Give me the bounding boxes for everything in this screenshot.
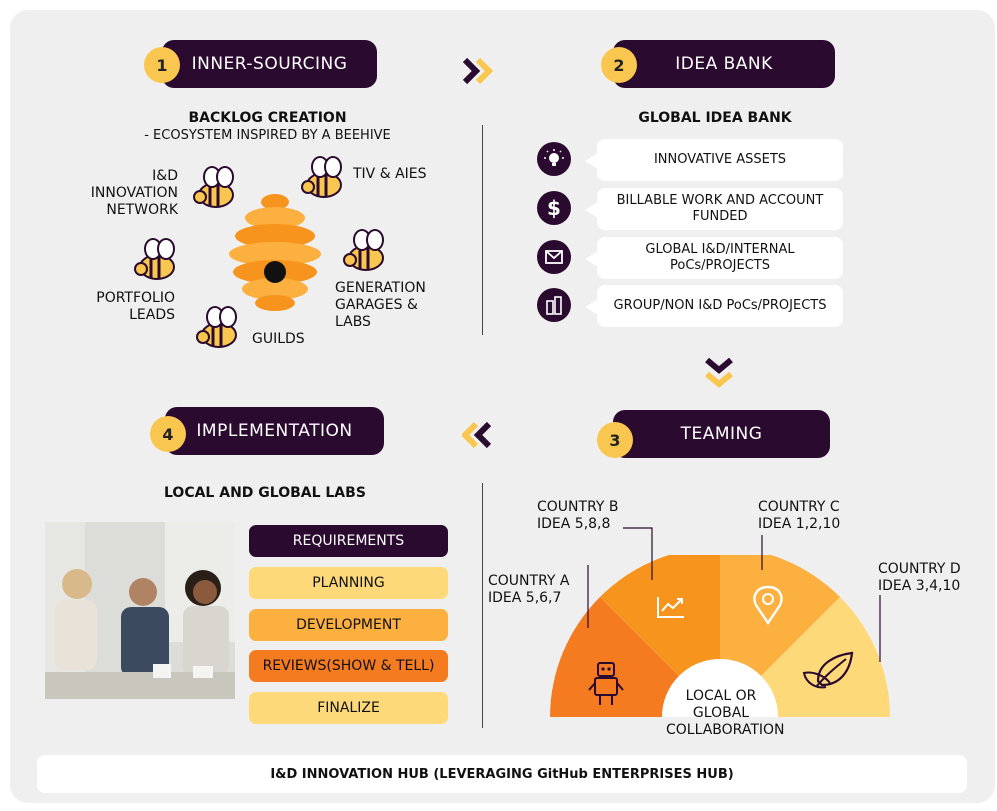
chevron-left-icon: [462, 421, 492, 449]
bee-icon: [343, 229, 384, 271]
teaming-header: TEAMING: [613, 410, 830, 458]
country-b-name: COUNTRY B: [537, 499, 619, 515]
country-d-name: COUNTRY D: [878, 561, 961, 577]
top-divider: [482, 125, 483, 335]
callout-tail: [585, 251, 598, 267]
country-c-ideas: IDEA 1,2,10: [758, 516, 841, 532]
implementation-title: IMPLEMENTATION: [196, 421, 353, 441]
country-d-label: COUNTRY D IDEA 3,4,10: [878, 561, 988, 595]
portfolio-leads-label: PORTFOLIO LEADS: [96, 290, 175, 323]
idea-bank-item: GLOBAL I&D/INTERNAL PoCs/PROJECTS: [537, 237, 843, 279]
idea-bank-item: INNOVATIVE ASSETS: [537, 139, 843, 181]
tiv-aies-label: TIV & AIES: [353, 166, 427, 182]
innovation-hub-footer: I&D INNOVATION HUB (LEVERAGING GitHub EN…: [37, 755, 967, 793]
country-a-name: COUNTRY A: [488, 573, 570, 589]
bottom-divider: [482, 483, 483, 728]
idea-bank-title: IDEA BANK: [675, 54, 773, 74]
collaboration-center-label: LOCAL OR GLOBAL COLLABORATION: [666, 688, 785, 738]
country-d-ideas: IDEA 3,4,10: [878, 578, 961, 594]
bee-icon: [193, 166, 234, 208]
step-2-badge: 2: [601, 47, 637, 83]
leaf-icon: [802, 651, 854, 689]
lightbulb-icon: [537, 142, 571, 176]
step-requirements: REQUIREMENTS: [249, 525, 448, 557]
envelope-icon: [537, 240, 571, 274]
step-development: DEVELOPMENT: [249, 609, 448, 641]
step-4-badge: 4: [150, 416, 186, 452]
buildings-icon: [537, 288, 571, 322]
dollar-icon: $: [537, 191, 571, 225]
idea-bank-item-label: GROUP/NON I&D PoCs/PROJECTS: [597, 285, 843, 327]
chevron-down-icon: [705, 357, 733, 388]
country-a-ideas: IDEA 5,6,7: [488, 590, 562, 606]
global-idea-bank-heading: GLOBAL IDEA BANK: [638, 110, 792, 126]
generation-garages-label: GENERATION GARAGES & LABS: [335, 280, 426, 330]
idea-bank-item-label: INNOVATIVE ASSETS: [597, 139, 843, 181]
local-global-labs-heading: LOCAL AND GLOBAL LABS: [164, 485, 366, 501]
collaboration-semicircle: [550, 555, 890, 717]
team-meeting-photo: [45, 522, 235, 699]
idea-bank-header: IDEA BANK: [613, 40, 835, 88]
bee-icon: [134, 238, 175, 280]
idea-bank-item-label: BILLABLE WORK AND ACCOUNT FUNDED: [597, 188, 843, 230]
teaming-title: TEAMING: [680, 424, 763, 444]
step-planning: PLANNING: [249, 567, 448, 599]
backlog-creation-heading: BACKLOG CREATION: [188, 110, 347, 126]
callout-tail: [585, 299, 598, 315]
bee-icon: [301, 156, 342, 198]
idea-bank-item: GROUP/NON I&D PoCs/PROJECTS: [537, 285, 843, 327]
innovation-network-label: I&D INNOVATION NETWORK: [90, 168, 178, 218]
step-3-badge: 3: [597, 422, 633, 458]
innovation-hub-footer-text: I&D INNOVATION HUB (LEVERAGING GitHub EN…: [270, 766, 734, 782]
inner-sourcing-title: INNER-SOURCING: [191, 54, 348, 74]
robot-icon: [588, 662, 624, 705]
country-b-ideas: IDEA 5,8,8: [537, 516, 611, 532]
chevron-right-icon: [462, 57, 494, 85]
backlog-creation-subtitle: - ECOSYSTEM INSPIRED BY A BEEHIVE: [144, 128, 391, 143]
inner-sourcing-header: INNER-SOURCING: [162, 40, 377, 88]
step-1-badge: 1: [144, 47, 180, 83]
step-reviews: REVIEWS(SHOW & TELL): [249, 650, 448, 682]
idea-bank-item-label: GLOBAL I&D/INTERNAL PoCs/PROJECTS: [597, 237, 843, 279]
idea-bank-item: $ BILLABLE WORK AND ACCOUNT FUNDED: [537, 188, 843, 230]
country-b-label: COUNTRY B IDEA 5,8,8: [537, 499, 647, 533]
country-c-label: COUNTRY C IDEA 1,2,10: [758, 499, 868, 533]
implementation-header: IMPLEMENTATION: [165, 407, 384, 455]
bee-icon: [196, 306, 237, 348]
callout-tail: [585, 202, 598, 218]
guilds-label: GUILDS: [252, 331, 305, 347]
chart-growth-icon: [657, 597, 684, 618]
beehive-icon: [229, 194, 321, 311]
callout-tail: [585, 153, 598, 169]
step-finalize: FINALIZE: [249, 692, 448, 724]
country-a-label: COUNTRY A IDEA 5,6,7: [488, 573, 598, 607]
country-c-name: COUNTRY C: [758, 499, 840, 515]
country-connectors: [587, 527, 881, 662]
location-pin-icon: [753, 585, 783, 626]
